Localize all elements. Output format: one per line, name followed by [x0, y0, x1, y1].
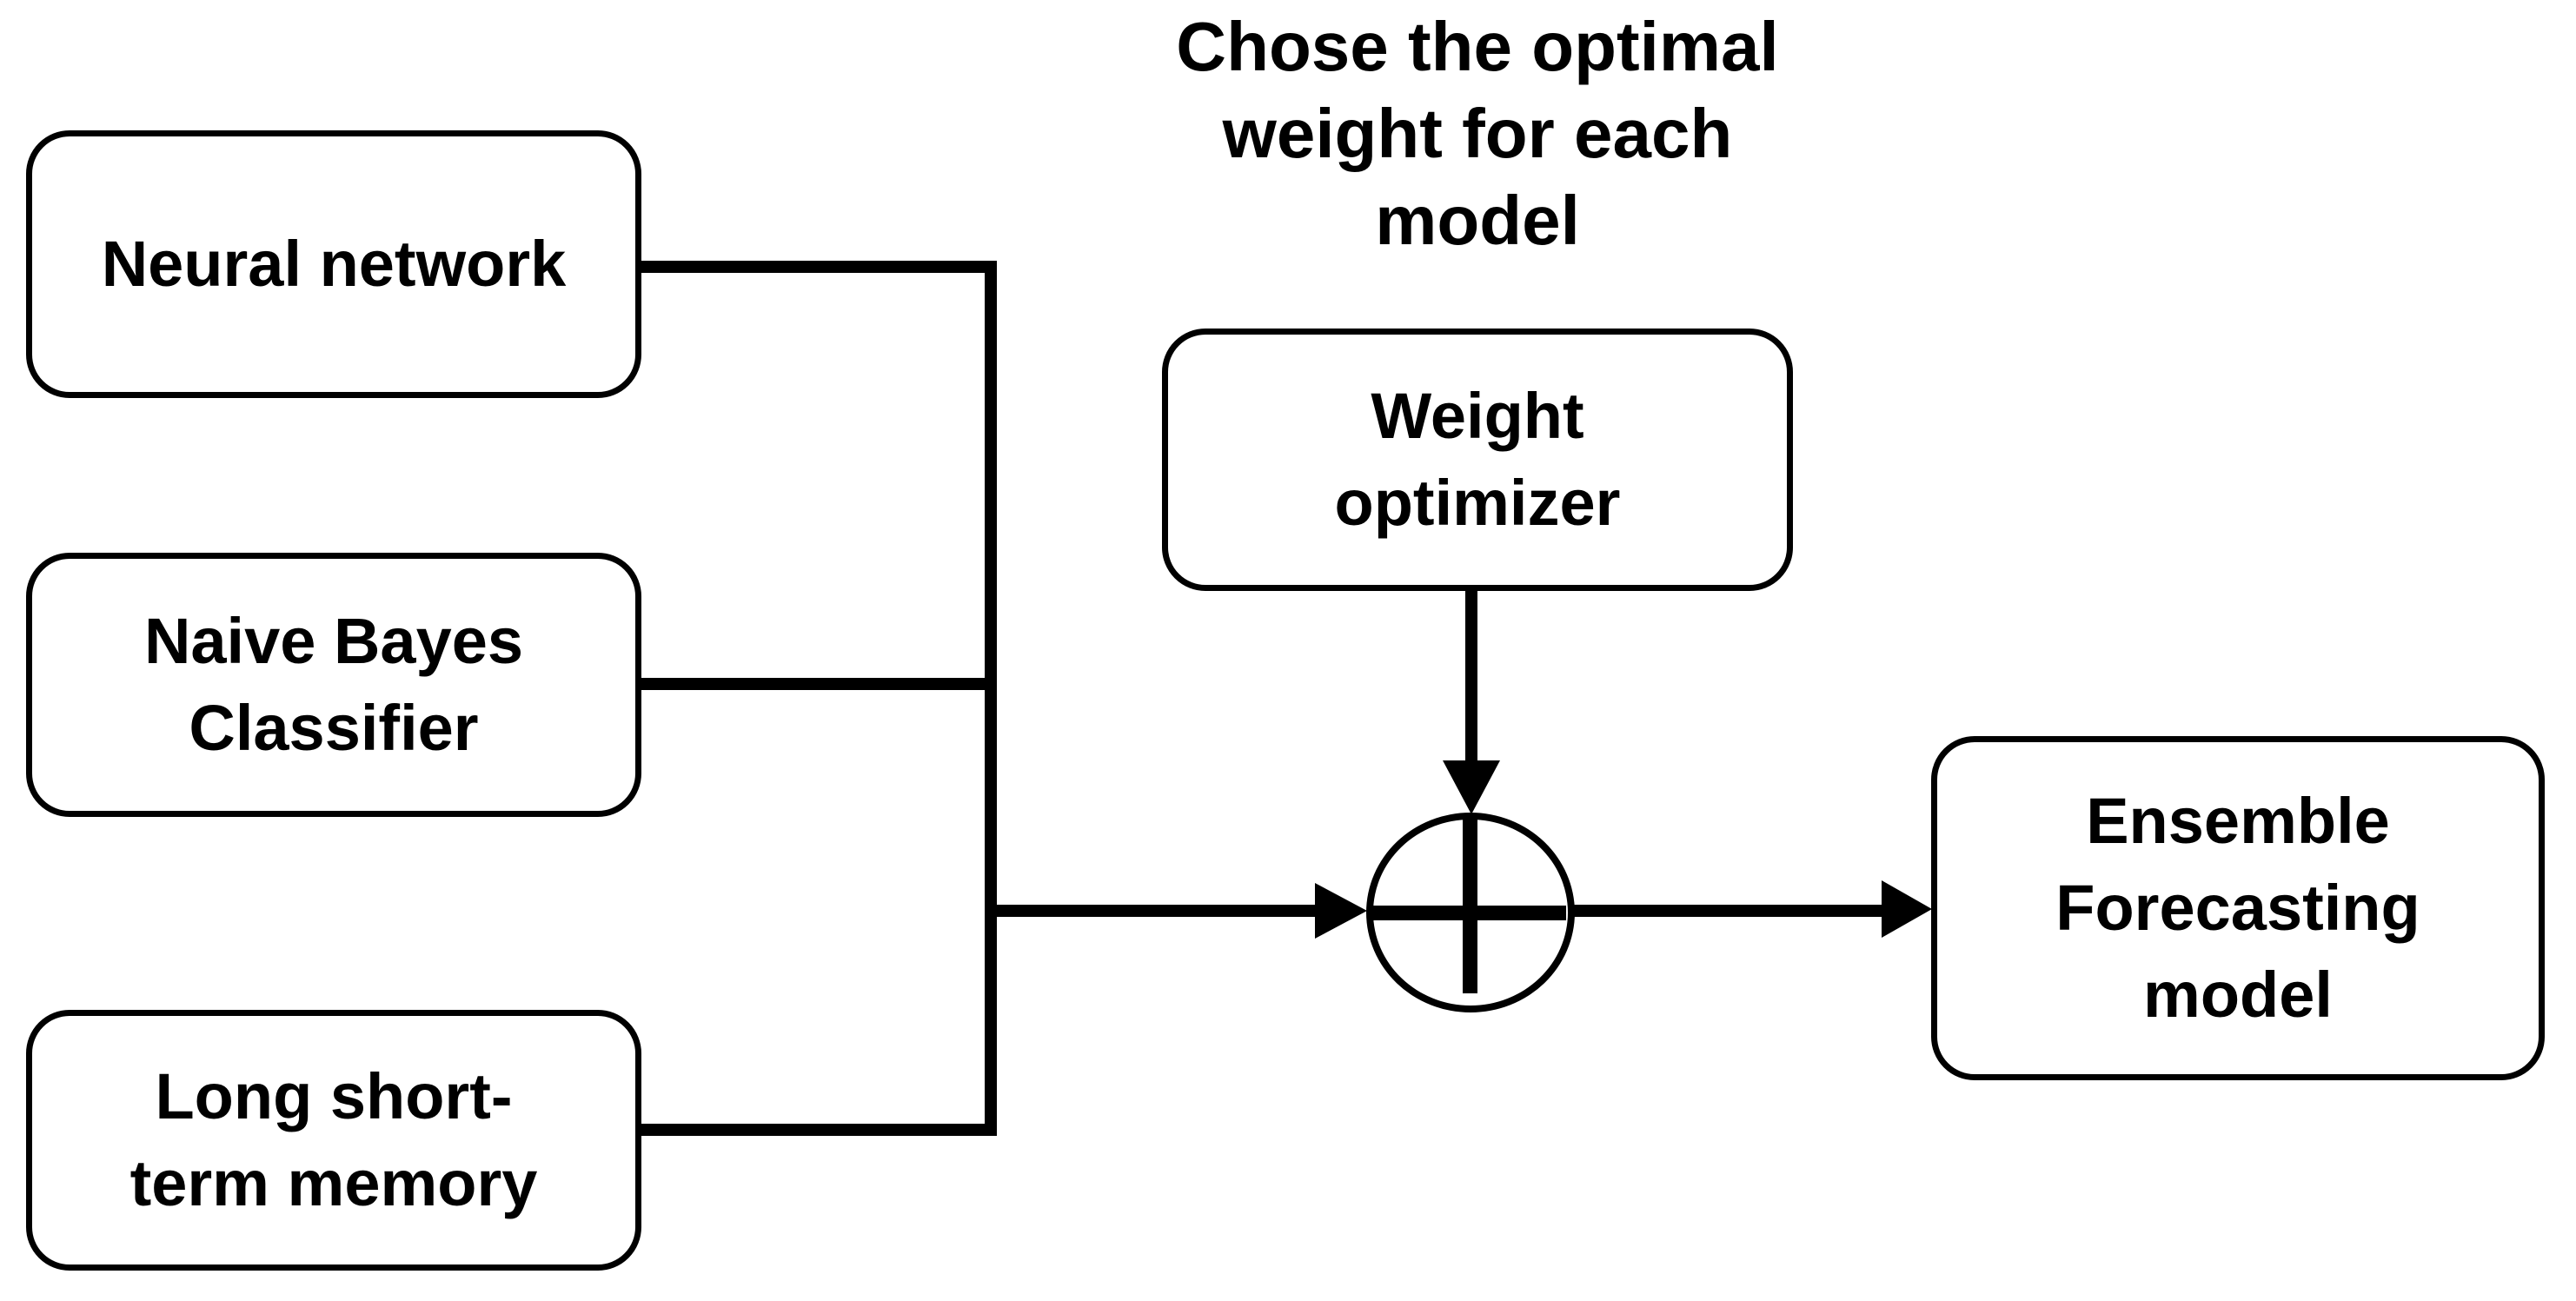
ensemble-arrowhead-icon: [1882, 880, 1932, 938]
connector-neural-network-line: [641, 261, 997, 273]
sum-input-arrowhead-icon: [1315, 883, 1367, 939]
connector-trunk-line: [985, 261, 997, 1136]
node-neural-network-label: Neural network: [101, 228, 567, 300]
weight-optimizer-arrow-line: [1465, 587, 1477, 767]
node-naive-bayes-classifier: Naive Bayes Classifier: [26, 553, 641, 817]
sum-input-line: [991, 905, 1317, 917]
connector-naive-bayes-line: [641, 678, 997, 690]
node-ensemble-forecasting-model-label: Ensemble Forecasting model: [2055, 785, 2420, 1031]
node-ensemble-forecasting-model: Ensemble Forecasting model: [1931, 736, 2545, 1080]
node-weight-optimizer-label: Weight optimizer: [1334, 380, 1621, 539]
caption-choose-optimal-weight: Chose the optimal weight for each model: [1176, 8, 1779, 259]
node-long-short-term-memory: Long short- term memory: [26, 1010, 641, 1271]
node-weight-optimizer: Weight optimizer: [1162, 329, 1793, 591]
sum-output-line: [1570, 905, 1884, 917]
node-neural-network: Neural network: [26, 130, 641, 398]
plus-icon-vertical-bar: [1463, 817, 1477, 993]
connector-lstm-line: [641, 1124, 997, 1136]
node-naive-bayes-classifier-label: Naive Bayes Classifier: [143, 605, 524, 764]
weight-optimizer-arrowhead-icon: [1443, 760, 1500, 814]
node-long-short-term-memory-label: Long short- term memory: [129, 1060, 538, 1219]
